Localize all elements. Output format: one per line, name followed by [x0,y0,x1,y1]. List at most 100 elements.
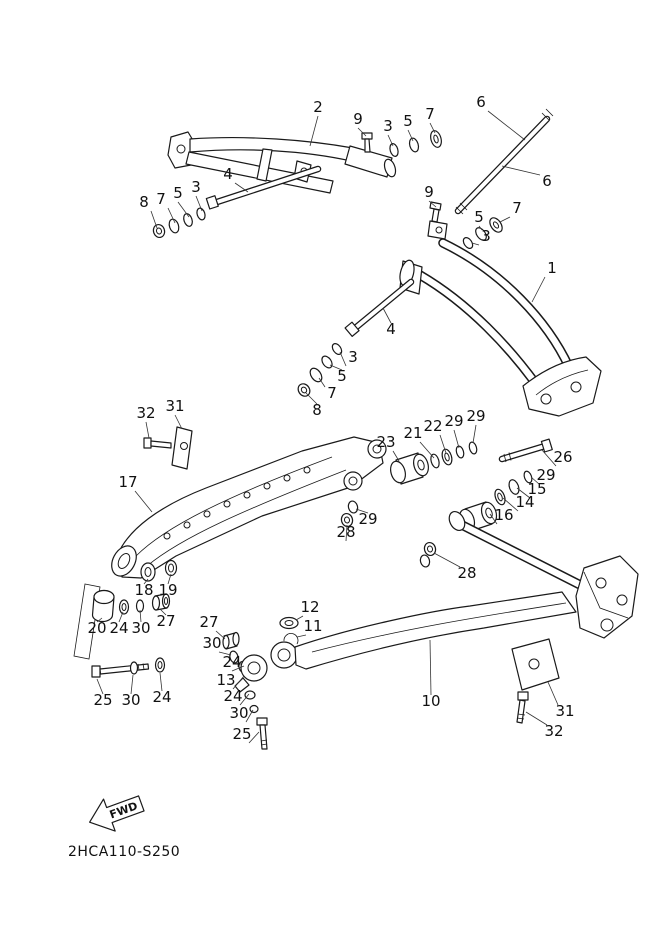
callout-28: 28 [336,523,355,541]
leader-line [177,201,190,218]
part-31-plate-upper [171,426,193,470]
bolt-32-lower [516,691,529,724]
callout-29: 29 [466,407,485,425]
leader-line [502,497,519,512]
diagram-code: 2HCA110-S250 [68,844,180,860]
callout-31: 31 [165,397,184,415]
callout-9: 9 [424,183,434,201]
leader-line [139,609,142,623]
callout-7: 7 [425,105,435,123]
leader-line [501,165,541,176]
callout-20: 20 [87,619,106,637]
leader-line [145,421,150,439]
leader-line [439,434,447,454]
leader-line [428,200,437,208]
bolt-25-left [91,657,166,678]
leader-line [159,608,167,616]
leader-line [407,129,414,142]
part-1-upper-right-arm [399,220,602,417]
leader-line [231,665,245,672]
callout-19: 19 [158,581,177,599]
nut-28-washer-right [419,541,437,568]
callout-7: 7 [327,384,337,402]
callout-27: 27 [199,613,218,631]
part-6-tie-rod [454,108,554,215]
callout-32: 32 [136,404,155,422]
leader-line [355,508,369,514]
leader-line [195,195,203,212]
leader-line [453,429,460,449]
callout-5: 5 [474,208,484,226]
leader-line [134,490,153,513]
callout-24: 24 [152,688,171,706]
callout-2: 2 [313,98,323,116]
leader-line [232,675,245,690]
leader-line [150,210,158,229]
callout-7: 7 [512,199,522,217]
leader-line [318,377,326,388]
callout-8: 8 [312,401,322,419]
callout-5: 5 [337,367,347,385]
part-2-upper-left-arm [167,131,397,194]
callout-30: 30 [202,634,221,652]
bushing-23-cluster [390,441,478,485]
leader-line [167,207,176,224]
bushing-18 [140,562,156,582]
callout-3: 3 [481,227,491,245]
callout-6: 6 [476,93,486,111]
leader-line [329,364,343,371]
washers-3-5-7-top [389,130,442,157]
leader-line [429,122,436,134]
leader-line [382,307,392,324]
leader-line [245,709,254,723]
callout-29: 29 [358,510,377,528]
leader-line [516,487,531,499]
fwd-arrow: FWD [89,795,145,832]
callout-7: 7 [156,190,166,208]
callout-12: 12 [300,598,319,616]
leader-line [541,449,557,467]
nut-28-washer-29-left [340,500,359,528]
bolt-9-mid [429,201,442,223]
callout-4: 4 [386,320,396,338]
leader-line [239,693,250,706]
callout-3: 3 [191,178,201,196]
callout-3: 3 [383,117,393,135]
leader-line [471,242,480,246]
callout-4: 4 [223,165,233,183]
callout-32: 32 [544,722,563,740]
leader-line [118,611,124,623]
callout-14: 14 [515,493,534,511]
callout-24: 24 [223,687,242,705]
leader-line [339,351,347,367]
leader-line [547,681,559,706]
leader-line [392,450,400,462]
callout-5: 5 [173,184,183,202]
callout-6: 6 [542,172,552,190]
leader-line [130,674,134,695]
callout-21: 21 [403,424,422,442]
leader-line [305,392,318,405]
leader-line [309,115,319,147]
leader-line [472,424,477,444]
collar-27-left [151,593,171,611]
callout-25: 25 [93,691,112,709]
callout-24: 24 [109,619,128,637]
callout-23: 23 [376,433,395,451]
callout-3: 3 [348,348,358,366]
leader-line [234,182,249,193]
leader-line [218,651,232,656]
bolt-26 [498,438,553,463]
leader-line [487,110,526,141]
leader-lines [96,110,559,744]
callout-11: 11 [303,617,322,635]
part-10-rear-lower-arm [270,510,639,670]
callout-27: 27 [156,612,175,630]
bolt-4-upper [205,165,322,210]
callout-8: 8 [139,193,149,211]
callout-13: 13 [216,671,235,689]
callout-25: 25 [232,725,251,743]
callout-30: 30 [131,619,150,637]
